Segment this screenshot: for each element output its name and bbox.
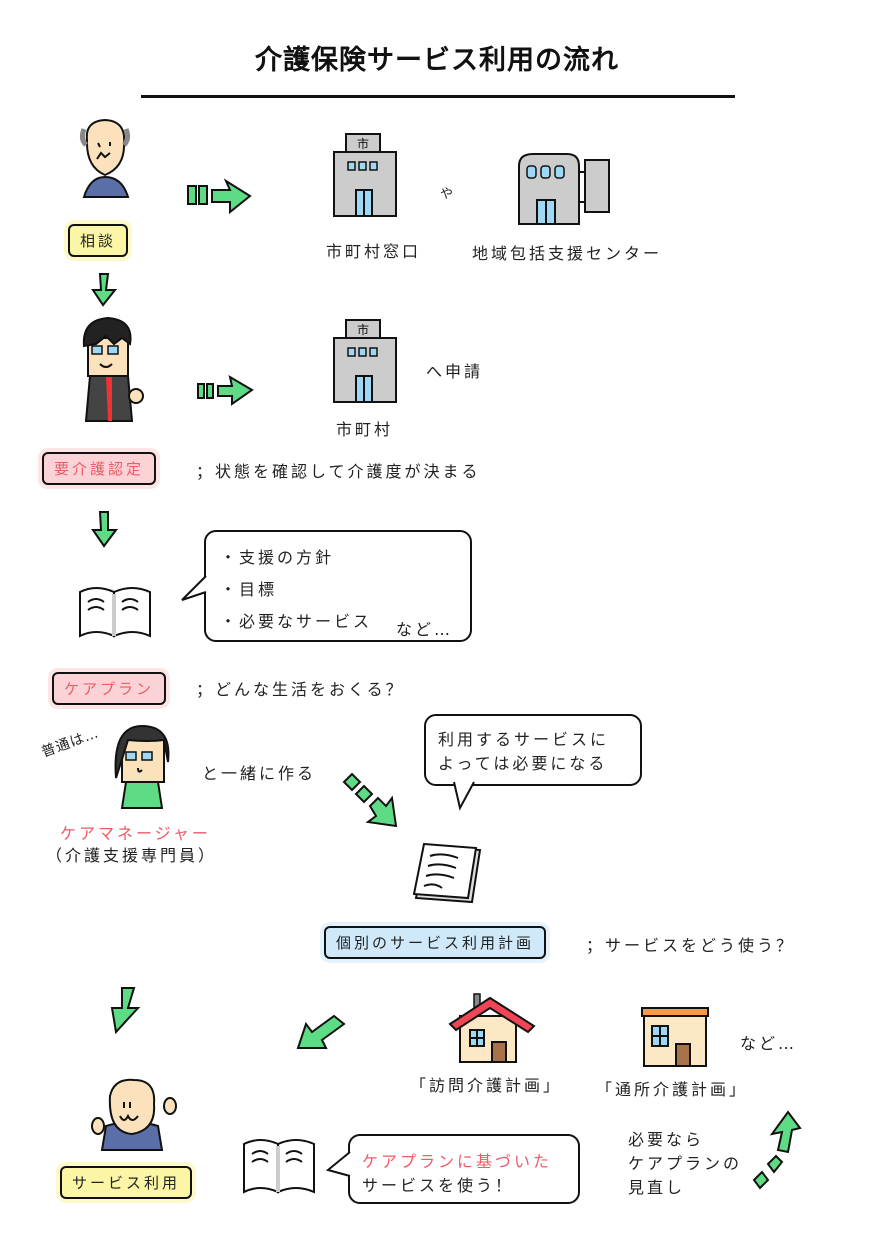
bubble-suffix: など… (396, 620, 454, 639)
care-manager-subtitle: （介護支援専門員） (46, 846, 218, 865)
building-sign: 市 (357, 136, 369, 151)
bubble-tail (325, 1151, 351, 1177)
arrow-down-right-icon (342, 772, 398, 828)
review-line-2: ケアプランの (628, 1154, 743, 1173)
city-hall-building-icon: 市 (333, 319, 397, 403)
community-support-center-label: 地域包括支援センター (472, 244, 663, 263)
care-plan-description: ；どんな生活をおくる？ (196, 680, 405, 699)
arrow-up-right-icon (752, 1110, 802, 1190)
municipal-window-label: 市町村窓口 (326, 242, 422, 261)
document-icon (412, 842, 482, 904)
examples-suffix: など… (740, 1034, 798, 1053)
step-consultation-label: 相談 (68, 224, 129, 257)
care-plan-label: ケアプラン (52, 672, 167, 705)
day-service-house-icon (641, 1007, 709, 1067)
bubble-line-based-on-care-plan: ケアプランに基づいた (362, 1152, 553, 1171)
care-need-certification-label: 要介護認定 (42, 452, 157, 485)
usually-text: 普通は… (39, 725, 102, 761)
or-text: や (440, 187, 457, 202)
make-together-text: と一緒に作る (202, 764, 317, 783)
care-plan-contents-bubble: ・支援の方針 ・目標 ・必要なサービス など… (204, 530, 472, 642)
elderly-person-icon (79, 118, 131, 198)
care-plan-book-icon (243, 1139, 315, 1194)
individual-plan-description: ；サービスをどう使う？ (586, 936, 796, 955)
bubble-item-goal: ・目標 (220, 580, 278, 599)
arrow-down-icon (110, 987, 141, 1035)
note-line-1: 利用するサービスに (438, 730, 610, 749)
happy-elderly-person-icon (91, 1078, 177, 1151)
review-line-3: 見直し (628, 1178, 686, 1197)
city-hall-building-icon: 市 (333, 133, 397, 217)
arrow-right-icon (187, 178, 252, 215)
day-service-care-plan-label: 「通所介護計画」 (596, 1080, 749, 1099)
bubble-line-use-services: サービスを使う！ (362, 1176, 515, 1195)
note-line-2: よっては必要になる (438, 754, 608, 773)
apply-text: へ申請 (426, 362, 484, 381)
staff-person-icon (82, 316, 144, 422)
review-line-1: 必要なら (628, 1130, 705, 1149)
arrow-right-icon (197, 374, 254, 406)
individual-plan-note-bubble: 利用するサービスに よっては必要になる (424, 714, 642, 786)
bubble-item-services: ・必要なサービス (220, 612, 373, 631)
home-visit-house-icon (448, 993, 536, 1063)
bubble-item-policy: ・支援の方針 (220, 548, 335, 567)
home-visit-care-plan-label: 「訪問介護計画」 (410, 1076, 563, 1095)
service-use-label: サービス利用 (60, 1166, 193, 1199)
service-use-bubble: ケアプランに基づいた サービスを使う！ (348, 1134, 580, 1204)
bubble-tail (453, 781, 475, 811)
arrow-down-icon (91, 511, 118, 548)
arrow-down-left-icon (296, 1014, 346, 1049)
community-center-building-icon (518, 153, 610, 225)
title-divider (141, 95, 735, 98)
bubble-tail (181, 575, 207, 601)
municipality-label: 市町村 (336, 420, 394, 439)
care-plan-book-icon (79, 587, 151, 638)
individual-service-plan-label: 個別のサービス利用計画 (324, 926, 547, 959)
arrow-down-icon (91, 273, 118, 307)
building-sign: 市 (357, 322, 369, 337)
care-manager-person-icon (114, 724, 170, 809)
care-manager-title: ケアマネージャー (60, 824, 211, 843)
certification-description: ；状態を確認して介護度が決まる (196, 462, 481, 481)
page-title: 介護保険サービス利用の流れ (255, 45, 619, 76)
